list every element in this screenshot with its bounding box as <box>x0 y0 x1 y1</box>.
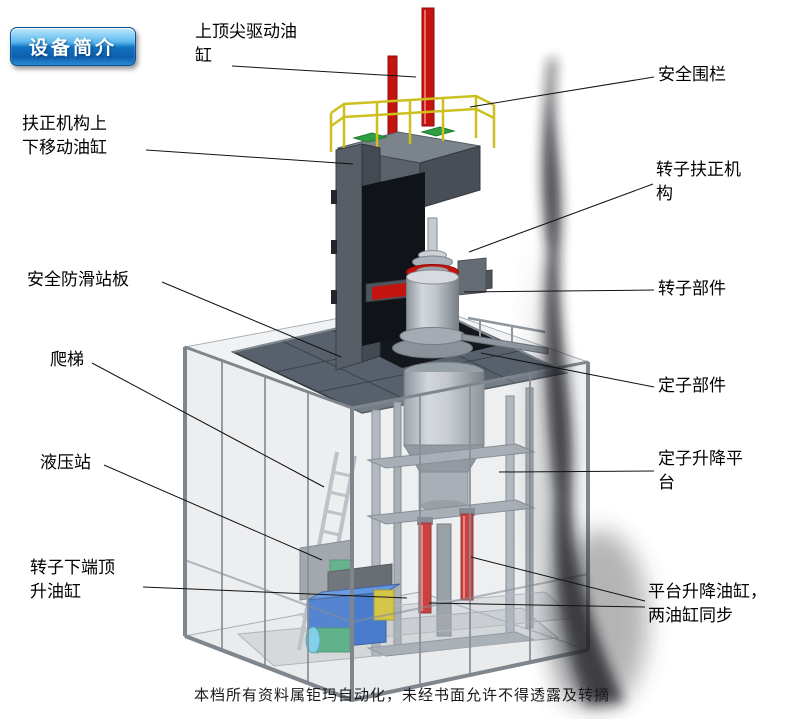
hydraulic-power-unit <box>299 539 401 654</box>
label-stator-lifting-platform: 定子升降平 台 <box>658 449 743 492</box>
safety-fence-railing <box>329 94 496 152</box>
rotor-part <box>392 217 473 359</box>
enclosure-front-walls <box>183 345 590 703</box>
label-rotor-bottom-jack-cylinder: 转子下端顶 升油缸 <box>30 558 115 601</box>
label-safety-fence: 安全围栏 <box>658 65 726 84</box>
platform-side-rail <box>461 316 549 355</box>
platform-lift-cylinders-red <box>417 508 475 614</box>
label-ladder: 爬梯 <box>50 350 84 369</box>
access-ladder <box>297 451 357 655</box>
shadow-streak <box>530 58 648 710</box>
enclosure-back-walls <box>183 302 590 701</box>
anti-slip-platform-plate <box>230 305 569 414</box>
label-platform-lift-cylinders: 平台升降油缸， 两油缸同步 <box>648 582 767 625</box>
main-column <box>331 143 425 371</box>
press-head <box>337 126 481 209</box>
label-rotor-component: 转子部件 <box>658 279 726 298</box>
label-stator-component: 定子部件 <box>658 376 726 395</box>
stator-lift-tower <box>366 361 536 657</box>
label-anti-slip-platform: 安全防滑站板 <box>27 270 129 289</box>
label-rotor-centering-mechanism: 转子扶正机 构 <box>656 160 741 203</box>
label-hydraulic-station: 液压站 <box>40 453 91 472</box>
intro-badge: 设备简介 <box>10 27 136 66</box>
top-drive-cylinder-rods <box>387 7 435 137</box>
rotor-centering-arm <box>365 257 493 303</box>
label-centering-updown-cylinder: 扶正机构上 下移动油缸 <box>22 114 107 157</box>
label-top-spindle-drive-cylinder: 上顶尖驱动油 缸 <box>195 22 297 65</box>
base-frame-beams <box>236 591 577 667</box>
confidentiality-watermark: 本档所有资料属钜玛自动化，未经书面允许不得透露及转摘 <box>193 687 610 704</box>
